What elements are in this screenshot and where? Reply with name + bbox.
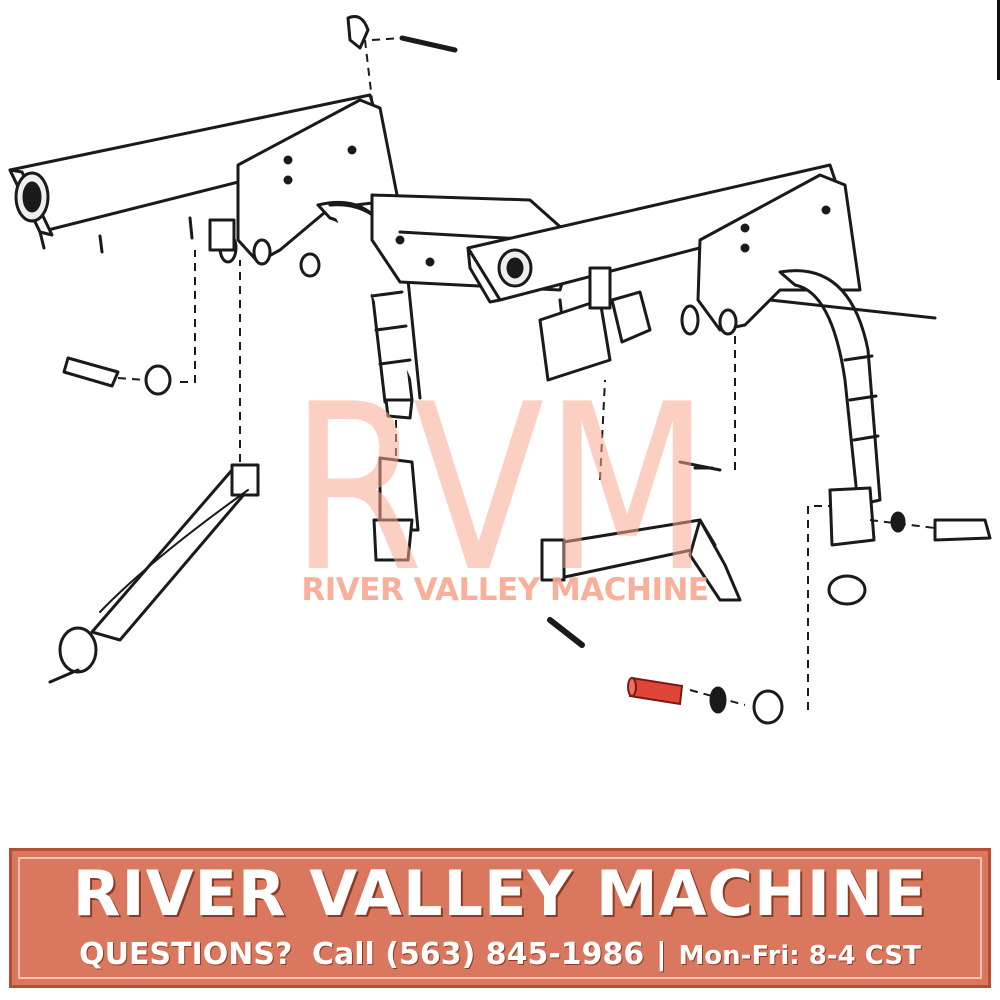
edge-line (997, 0, 1000, 80)
right-shank (778, 269, 882, 547)
right-mount-bracket (680, 173, 862, 336)
banner-inner-border (18, 857, 982, 979)
spring-pin (547, 617, 585, 648)
center-mount-bracket (538, 266, 652, 382)
watermark-company-name: RIVER VALLEY MACHINE (301, 572, 709, 608)
watermark-logo: RVM (290, 368, 710, 578)
left-mount-bracket (208, 98, 400, 266)
clevis-bar (540, 518, 742, 602)
left-point-parts (372, 398, 420, 562)
exploded-parts-diagram (8, 15, 992, 725)
hydraulic-cylinder (48, 463, 260, 684)
top-hitch-pin (346, 15, 458, 53)
questions-label: QUESTIONS? (79, 937, 293, 972)
banner-company-title: RIVER VALLEY MACHINE (72, 857, 928, 930)
highlighted-pin-part (627, 676, 684, 706)
contact-banner: RIVER VALLEY MACHINE QUESTIONS? Call (56… (9, 848, 991, 988)
banner-contact-line: QUESTIONS? Call (563) 845-1986 | Mon-Fri… (12, 937, 988, 972)
right-hardware (678, 298, 992, 725)
business-hours: Mon-Fri: 8-4 CST (678, 941, 921, 971)
separator: | (655, 937, 667, 972)
left-toolbar-beam (8, 93, 387, 254)
watermark-logo-text: RVM (290, 368, 710, 578)
left-hardware (62, 252, 321, 396)
phone-call-text: Call (563) 845-1986 (311, 937, 645, 972)
